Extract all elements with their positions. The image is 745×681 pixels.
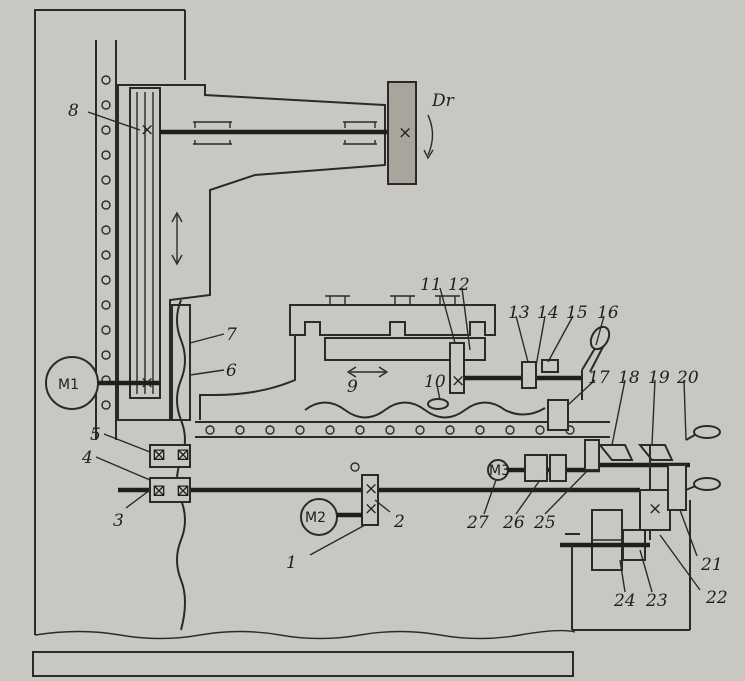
callout-12: 12 <box>448 275 470 295</box>
svg-text:×: × <box>451 371 465 391</box>
nut-10 <box>427 398 449 410</box>
grinding-wheel: × <box>387 81 434 185</box>
callout-27: 27 <box>466 513 489 533</box>
main-shaft: ⊠ ⊠ ⊠ ⊠ × × <box>118 444 640 526</box>
svg-text:×: × <box>364 499 378 519</box>
callout-16: 16 <box>597 303 619 323</box>
callout-19: 19 <box>648 368 670 388</box>
callout-1: 1 <box>286 553 297 573</box>
horizontal-guide <box>195 421 610 438</box>
svg-text:×: × <box>648 499 662 519</box>
svg-text:⊠: ⊠ <box>152 481 166 501</box>
callout-5: 5 <box>90 425 101 445</box>
wheel-head: × × <box>117 84 395 421</box>
motor-m2 <box>300 498 362 536</box>
callout-17: 17 <box>588 368 610 388</box>
motor-m2-label: M2 <box>305 510 326 526</box>
svg-text:⊠: ⊠ <box>176 445 190 465</box>
right-gearbox: × <box>560 425 721 631</box>
callout-20: 20 <box>676 368 699 388</box>
callout-22: 22 <box>705 588 728 608</box>
motor-m3 <box>487 439 600 482</box>
callout-7: 7 <box>226 325 237 345</box>
callout-26: 26 <box>502 513 525 533</box>
callout-25: 25 <box>533 513 556 533</box>
callout-9: 9 <box>347 377 358 397</box>
cross-feed-gears: × <box>449 325 611 431</box>
svg-text:×: × <box>364 479 378 499</box>
callout-21: 21 <box>700 555 723 575</box>
leader-lines <box>87 111 701 593</box>
callout-8: 8 <box>68 101 79 121</box>
callout-13: 13 <box>508 303 530 323</box>
svg-text:×: × <box>398 123 412 143</box>
callout-15: 15 <box>566 303 588 323</box>
callout-4: 4 <box>81 448 93 468</box>
worktable <box>199 295 496 420</box>
callout-labels: 1 2 3 4 5 6 7 8 9 10 11 12 13 14 15 16 1… <box>68 101 728 611</box>
motor-m1 <box>45 356 160 410</box>
callout-6: 6 <box>226 361 237 381</box>
callout-3: 3 <box>113 511 124 531</box>
callout-10: 10 <box>424 372 446 392</box>
callout-11: 11 <box>420 275 442 295</box>
column-guide <box>95 40 117 440</box>
svg-text:⊠: ⊠ <box>176 481 190 501</box>
motor-m3-label: M3 <box>489 463 510 479</box>
table-lead-screw <box>304 401 546 419</box>
callout-24: 24 <box>613 591 636 611</box>
callout-23: 23 <box>645 591 668 611</box>
callout-2: 2 <box>393 512 405 532</box>
callout-14: 14 <box>537 303 559 323</box>
rotation-label: Dr <box>431 91 455 111</box>
machine-column <box>32 9 576 677</box>
motor-m1-label: M1 <box>58 377 79 393</box>
svg-text:⊠: ⊠ <box>152 445 166 465</box>
callout-18: 18 <box>618 368 640 388</box>
svg-text:×: × <box>140 120 154 140</box>
